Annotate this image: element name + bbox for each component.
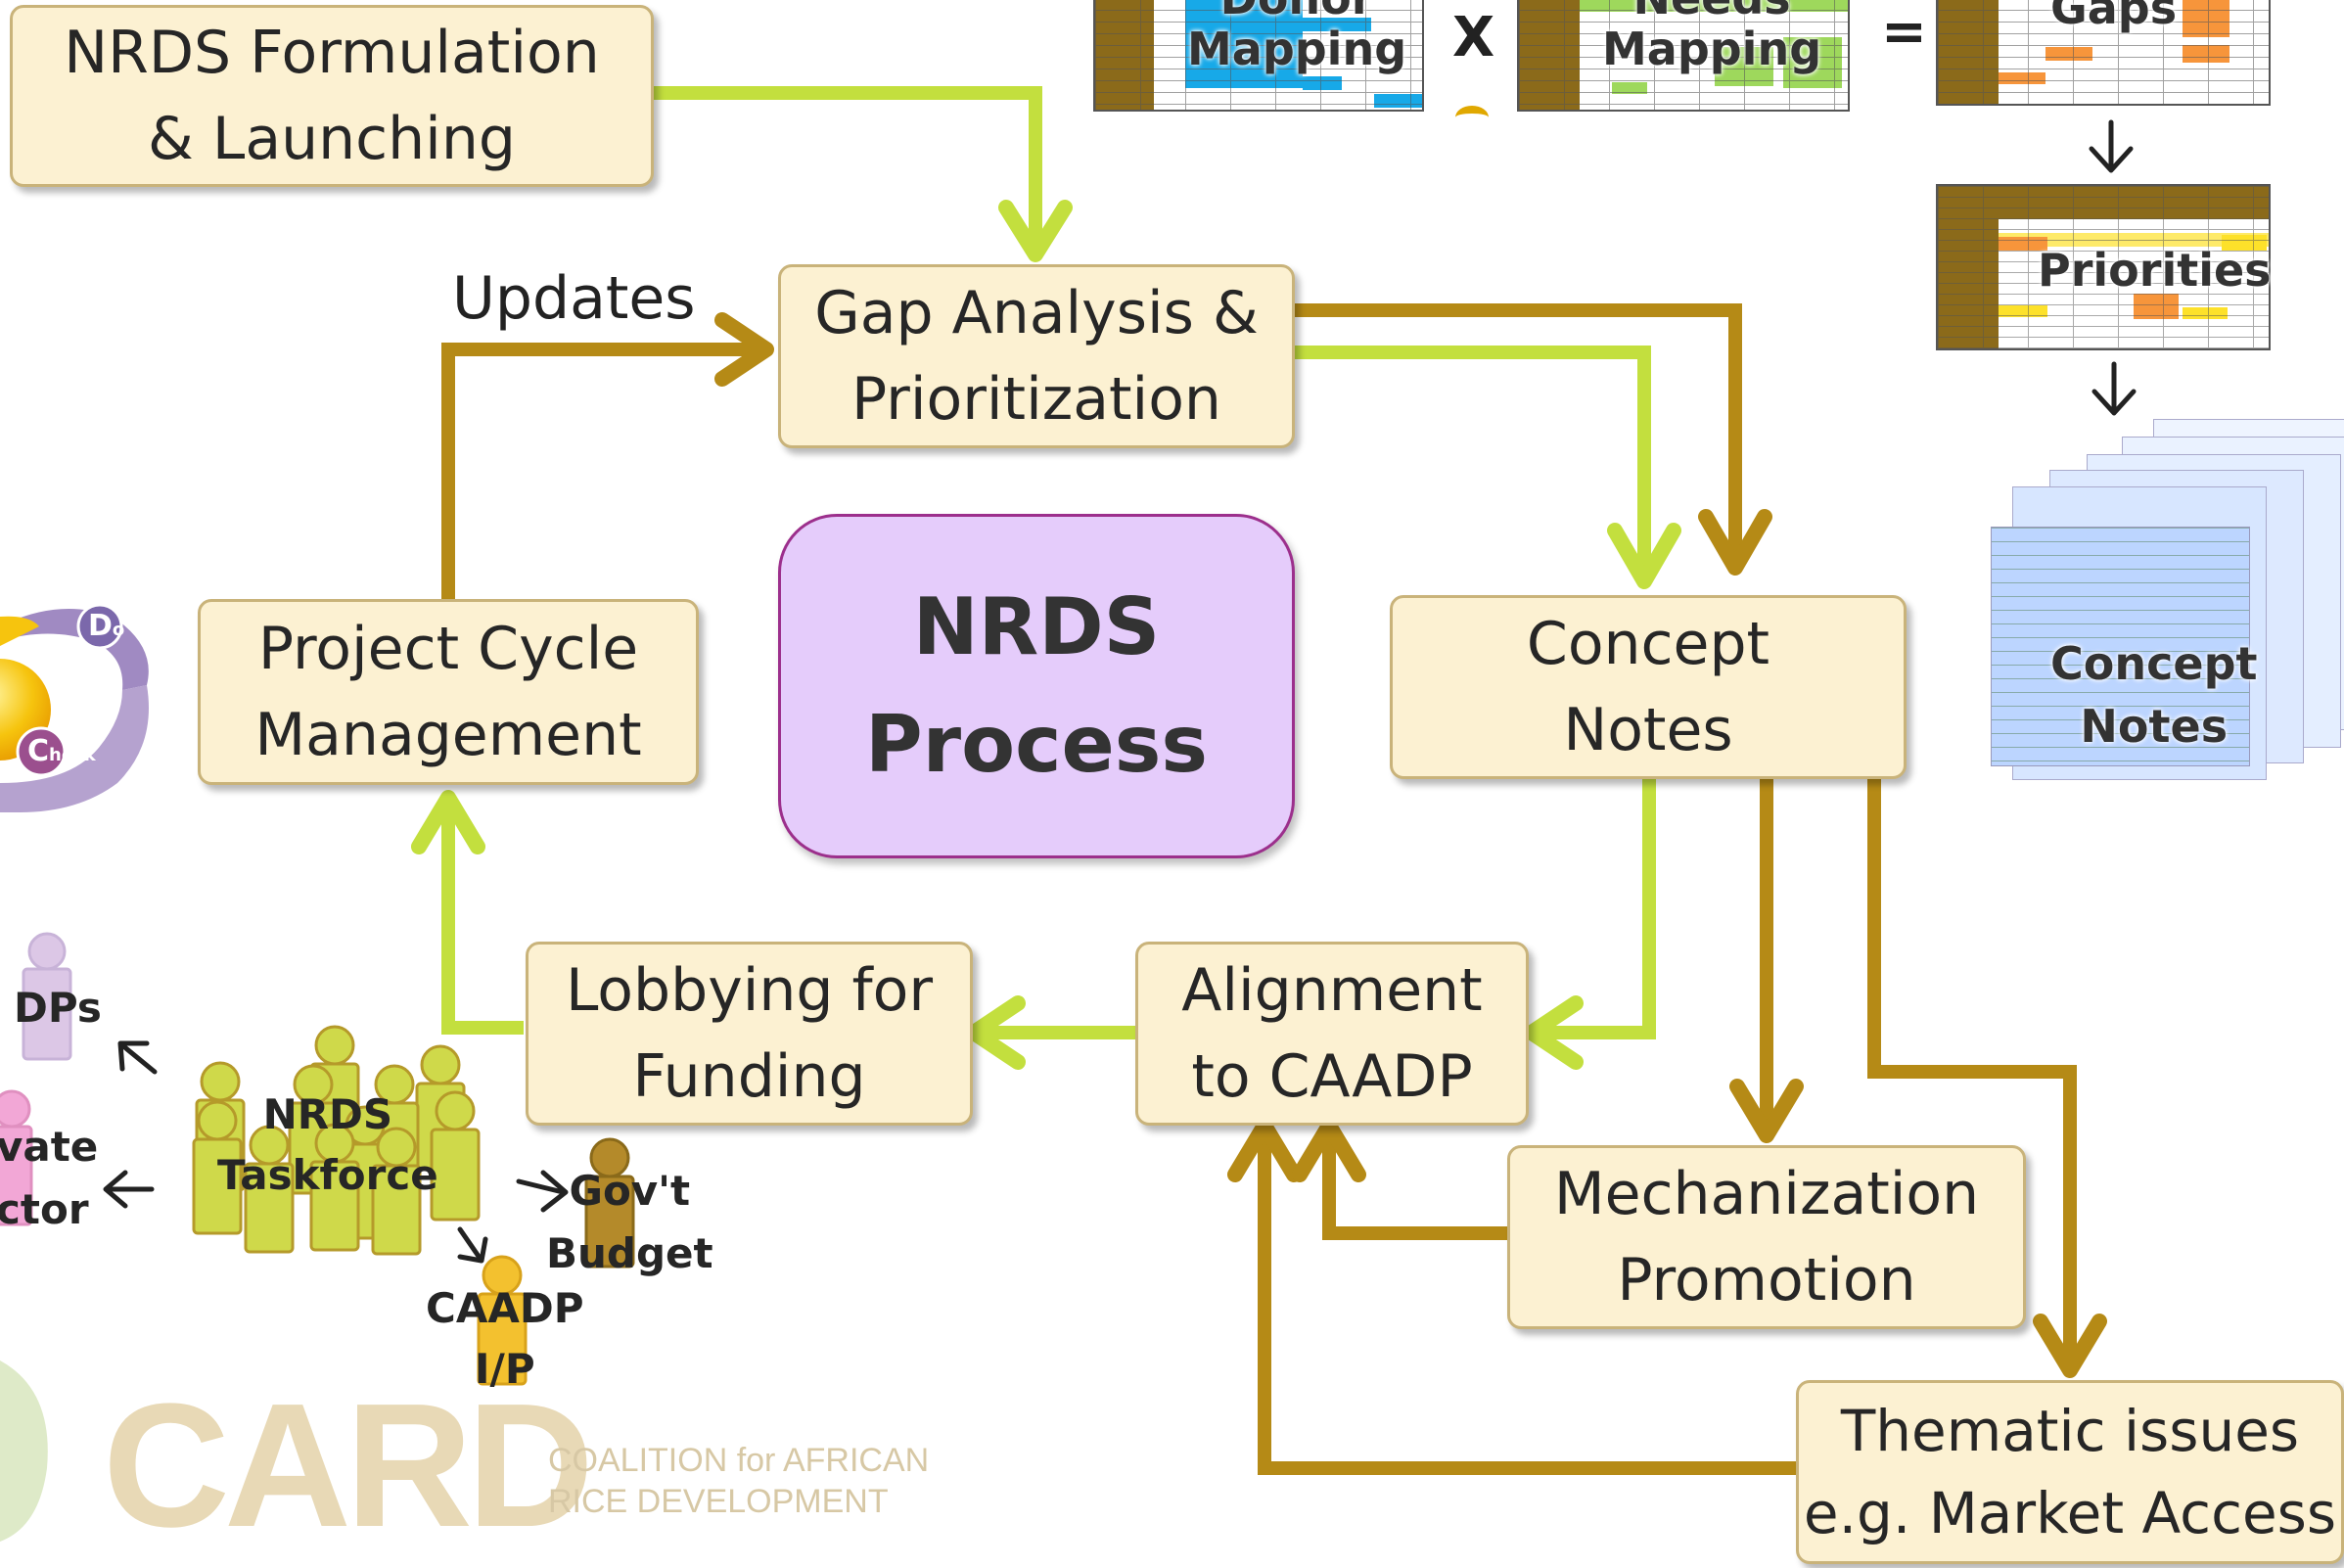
stakeholder-figures (0, 932, 635, 1386)
equals-operator: = (1881, 0, 1927, 64)
pdca-do-letter: Do (88, 609, 125, 643)
operator-dot (1455, 106, 1489, 129)
person-govt (584, 1137, 635, 1268)
gaps-title: Gaps (2050, 0, 2178, 34)
person-taskforce-7 (430, 1090, 481, 1222)
arrowhead-to-pcm (411, 790, 485, 854)
card-logo-line1: COALITION for AFRICAN (548, 1442, 930, 1479)
arrowhead-to-concept-green (1607, 523, 1681, 589)
pdca-check-letter: Check (27, 734, 96, 768)
person-taskforce-10 (309, 1123, 360, 1252)
multiply-operator: X (1452, 6, 1495, 69)
priorities-title: Priorities (2038, 244, 2272, 297)
card-logo-line2: RICE DEVELOPMENT (548, 1483, 889, 1520)
green-flow-lines (441, 86, 1656, 1039)
gaps-thumbnail (1936, 0, 2271, 106)
updates-label: Updates (452, 264, 696, 333)
arrowhead-updates (714, 312, 774, 387)
donor-mapping-title: DonorMapping (1187, 0, 1407, 75)
arrowhead-to-lobbying (966, 995, 1026, 1070)
gap-analysis-node: Gap Analysis &Prioritization (778, 264, 1295, 448)
person-taskforce-11 (371, 1127, 422, 1256)
person-taskforce-9 (244, 1125, 295, 1254)
nrds-formulation-node: NRDS Formulation& Launching (10, 5, 654, 187)
card-leaf-emblem (0, 1360, 48, 1542)
pdca-cycle-graphic (0, 603, 149, 812)
thumbnail-down-arrows (2089, 119, 2137, 416)
arrowhead-to-alignment-from-thematic (1227, 1118, 1302, 1182)
card-logo: CARD (103, 1367, 594, 1564)
pdca-do-badge (76, 603, 123, 650)
arrowhead-to-alignment-green (1524, 995, 1584, 1070)
arrowhead-to-gap (998, 200, 1073, 262)
arrowhead-to-concept-brown (1698, 509, 1772, 576)
person-taskforce-8 (192, 1100, 243, 1235)
dps-label: DPs (14, 984, 102, 1032)
needs-mapping-title: NeedsMapping (1602, 0, 1822, 75)
person-dp (22, 932, 72, 1061)
brown-flow-lines (441, 303, 2077, 1475)
green-arrowheads (411, 200, 1681, 1070)
arrowhead-to-thematic (2033, 1314, 2107, 1378)
brown-arrowheads (714, 312, 2107, 1378)
donor-mapping-thumbnail (1093, 0, 1424, 112)
priorities-thumbnail (1936, 184, 2271, 350)
person-caadp (477, 1255, 528, 1386)
person-private (0, 1089, 33, 1226)
arrowhead-to-mechanization (1729, 1079, 1804, 1143)
arrowhead-to-alignment-from-mechanization (1292, 1118, 1366, 1182)
stakeholder-arrows (103, 1040, 569, 1264)
needs-mapping-thumbnail (1517, 0, 1850, 112)
pdca-check-badge (16, 726, 67, 777)
